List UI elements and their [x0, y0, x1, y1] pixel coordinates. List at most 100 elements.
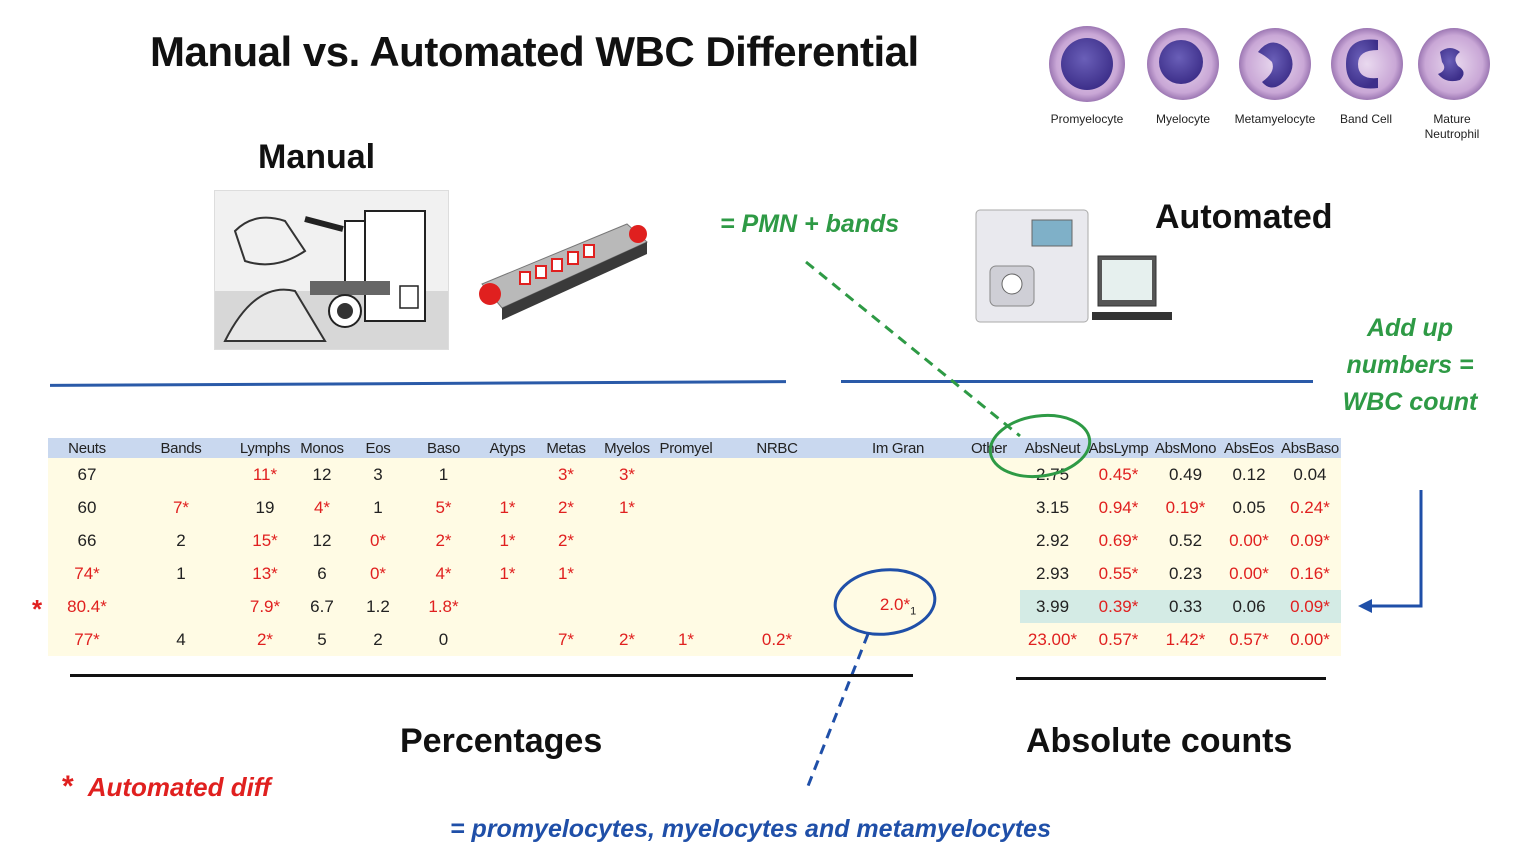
cell-value: 23.00*: [1027, 629, 1078, 649]
table-cell: 2: [350, 623, 406, 656]
table-cell: [838, 524, 958, 557]
absolute-underline: [1016, 677, 1326, 680]
cell-value: 4*: [435, 563, 452, 583]
cell-value: 0.52: [1168, 530, 1203, 550]
cell-value: 2*: [557, 497, 575, 517]
cell-value: 74*: [74, 563, 100, 583]
table-cell: 13*: [236, 557, 294, 590]
table-cell: 0.57*: [1085, 623, 1152, 656]
cell-value: 0.05: [1232, 497, 1266, 517]
cell-value: 7*: [172, 497, 190, 517]
table-cell: [716, 557, 838, 590]
table-cell: 19: [236, 491, 294, 524]
column-header: NRBC: [716, 438, 838, 458]
absneut-circle: [988, 413, 1092, 479]
cell-value: 0.09*: [1290, 596, 1330, 616]
column-header: Lymphs: [236, 438, 294, 458]
cell-value: 0.49: [1168, 464, 1203, 484]
table-cell: 4*: [294, 491, 350, 524]
table-cell: [656, 557, 716, 590]
cell-series: Promyelocyte Myelocyte Metamyelocyte Ban…: [1040, 22, 1510, 152]
cell-value: 0.39*: [1098, 596, 1139, 616]
table-cell: [716, 524, 838, 557]
table-cell: [534, 590, 598, 623]
table-cell: 0.19*: [1152, 491, 1219, 524]
cell-value: 0.09*: [1290, 530, 1330, 550]
cell-value: 2.0*: [879, 595, 911, 615]
legend-text: Automated diff: [87, 772, 271, 802]
cell-value: 0.24*: [1290, 497, 1330, 517]
table-cell: 2*: [598, 623, 656, 656]
table-cell: 1.8*: [406, 590, 481, 623]
cell-value: 1: [373, 497, 383, 517]
cell-value: 0*: [369, 530, 387, 550]
cell-value: 77*: [74, 629, 100, 649]
table-cell: 0.16*: [1279, 557, 1341, 590]
cell-value: 2*: [618, 629, 636, 649]
cell-value: 3*: [618, 464, 636, 484]
table-cell: [958, 524, 1020, 557]
analyzer-image: [972, 206, 1182, 328]
cell-value: 0.57*: [1229, 629, 1269, 649]
cell-value: 0.00*: [1290, 629, 1330, 649]
table-cell: 7.9*: [236, 590, 294, 623]
cell-value: 1.42*: [1165, 629, 1206, 649]
cell-value: 12: [312, 464, 332, 484]
table-cell: [598, 524, 656, 557]
table-cell: [958, 623, 1020, 656]
table-cell: 0.00*: [1219, 557, 1279, 590]
table-cell: [598, 557, 656, 590]
table-cell: 6.7: [294, 590, 350, 623]
cell-value: 0.06: [1232, 596, 1266, 616]
cell-value: 0.12: [1232, 464, 1266, 484]
cell-value: 1*: [557, 563, 575, 583]
add-up-arrow: [1368, 490, 1423, 608]
table-cell: 1: [350, 491, 406, 524]
cell-value: 1*: [499, 497, 516, 517]
cell-value: 4: [176, 629, 186, 649]
cell-value: 3: [373, 464, 383, 484]
im-gran-dashed-connector: [806, 633, 870, 787]
cell-value: 1*: [499, 563, 516, 583]
cell-value: 0.23: [1168, 563, 1203, 583]
cell-value: 1*: [618, 497, 636, 517]
table-cell: 0.09*: [1279, 590, 1341, 623]
cell-label-promyelocyte: Promyelocyte: [1050, 112, 1124, 126]
table-cell: 0.09*: [1279, 524, 1341, 557]
cell-value: 1: [438, 464, 449, 484]
cell-value: 2: [373, 629, 383, 649]
table-cell: [958, 458, 1020, 491]
cell-value: 3*: [557, 464, 575, 484]
pmn-dashed-connector: [805, 260, 1021, 438]
table-cell: [656, 590, 716, 623]
table-cell: 1*: [481, 524, 534, 557]
cell-value: 0.19*: [1165, 497, 1206, 517]
cell-value: 0.33: [1168, 596, 1203, 616]
table-cell: 0.69*: [1085, 524, 1152, 557]
cell-value: 0.57*: [1098, 629, 1139, 649]
cell-value: 2.92: [1035, 530, 1070, 550]
table-cell: 15*: [236, 524, 294, 557]
column-header: Eos: [350, 438, 406, 458]
cell-value: 1: [176, 563, 186, 583]
cell-subscript: 1: [910, 605, 917, 618]
cell-value: 0.04: [1293, 464, 1327, 484]
table-cell: 23.00*: [1020, 623, 1085, 656]
table-cell: 5*: [406, 491, 481, 524]
cell-value: 13*: [252, 563, 278, 583]
table-cell: 0*: [350, 557, 406, 590]
manual-heading: Manual: [258, 138, 376, 176]
column-header: Neuts: [48, 438, 126, 458]
table-cell: [838, 491, 958, 524]
cell-value: 2*: [557, 530, 575, 550]
column-header: Im Gran: [838, 438, 958, 458]
table-cell: [126, 458, 236, 491]
table-cell: [598, 590, 656, 623]
cell-value: 2*: [256, 629, 274, 649]
table-cell: 0.06: [1219, 590, 1279, 623]
cell-value: 15*: [252, 530, 278, 550]
